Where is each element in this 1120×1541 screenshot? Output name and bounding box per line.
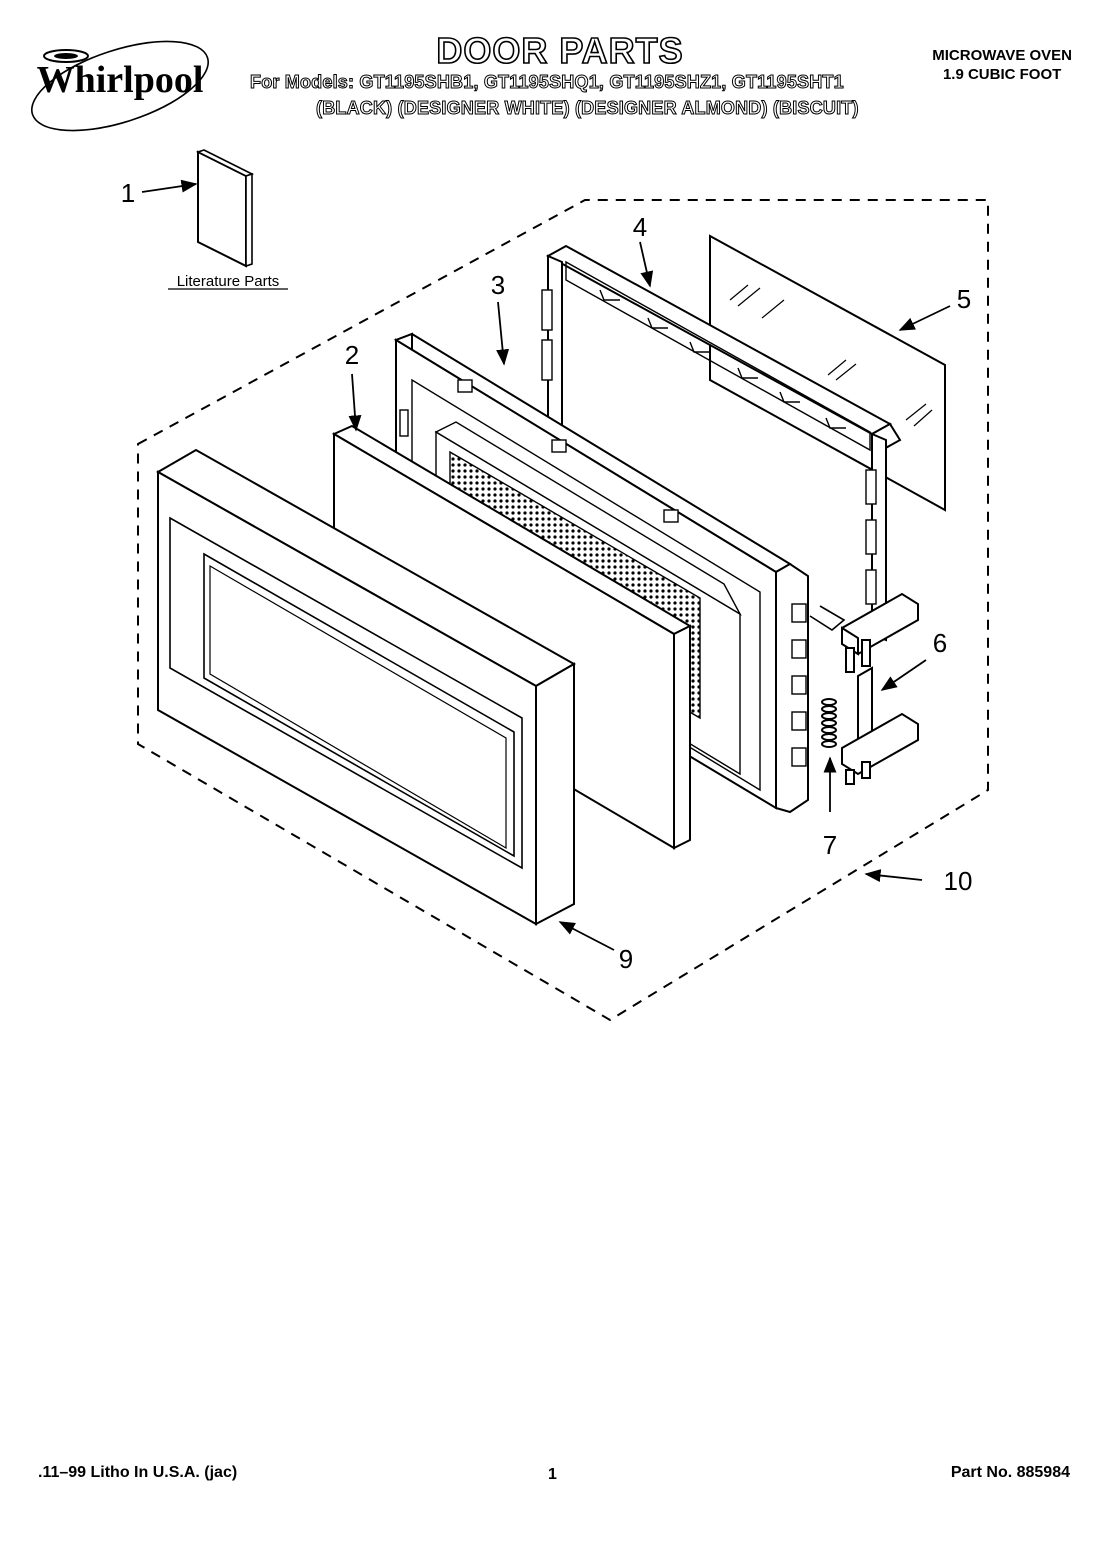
print-info: .11–99 Litho In U.S.A. (jac) [38,1464,238,1481]
callout-4: 4 [633,212,647,242]
colors-line: (BLACK) (DESIGNER WHITE) (DESIGNER ALMON… [316,98,860,119]
product-type: MICROWAVE OVEN [932,47,1072,64]
part-glass-panel [709,234,946,512]
page-number: 1 [548,1466,557,1483]
literature-parts-label: Literature Parts [177,273,280,290]
callout-7: 7 [823,830,837,860]
page-title: DOOR PARTS [436,29,684,72]
part-spring [821,698,837,748]
callout-10: 10 [944,866,973,896]
product-info: MICROWAVE OVEN 1.9 CUBIC FOOT [932,46,1072,84]
part-number: Part No. 885984 [950,1464,1070,1481]
callout-3: 3 [491,270,505,300]
callout-5: 5 [957,284,971,314]
callout-1: 1 [121,178,135,208]
callout-2: 2 [345,340,359,370]
models-line: For Models: GT1195SHB1, GT1195SHQ1, GT11… [250,72,845,93]
callout-9: 9 [619,944,633,974]
whirlpool-logo: Whirlpool [20,34,220,134]
callout-6: 6 [933,628,947,658]
part-outer-door [155,448,577,926]
part-rear-frame [541,244,902,642]
brand-wordmark: Whirlpool [37,59,204,101]
exploded-parts-diagram: Literature Parts [121,149,989,1022]
product-capacity: 1.9 CUBIC FOOT [942,66,1062,83]
part-literature-booklet: Literature Parts [168,149,288,290]
assembly-boundary [137,199,989,1022]
part-door-latch [809,592,919,785]
